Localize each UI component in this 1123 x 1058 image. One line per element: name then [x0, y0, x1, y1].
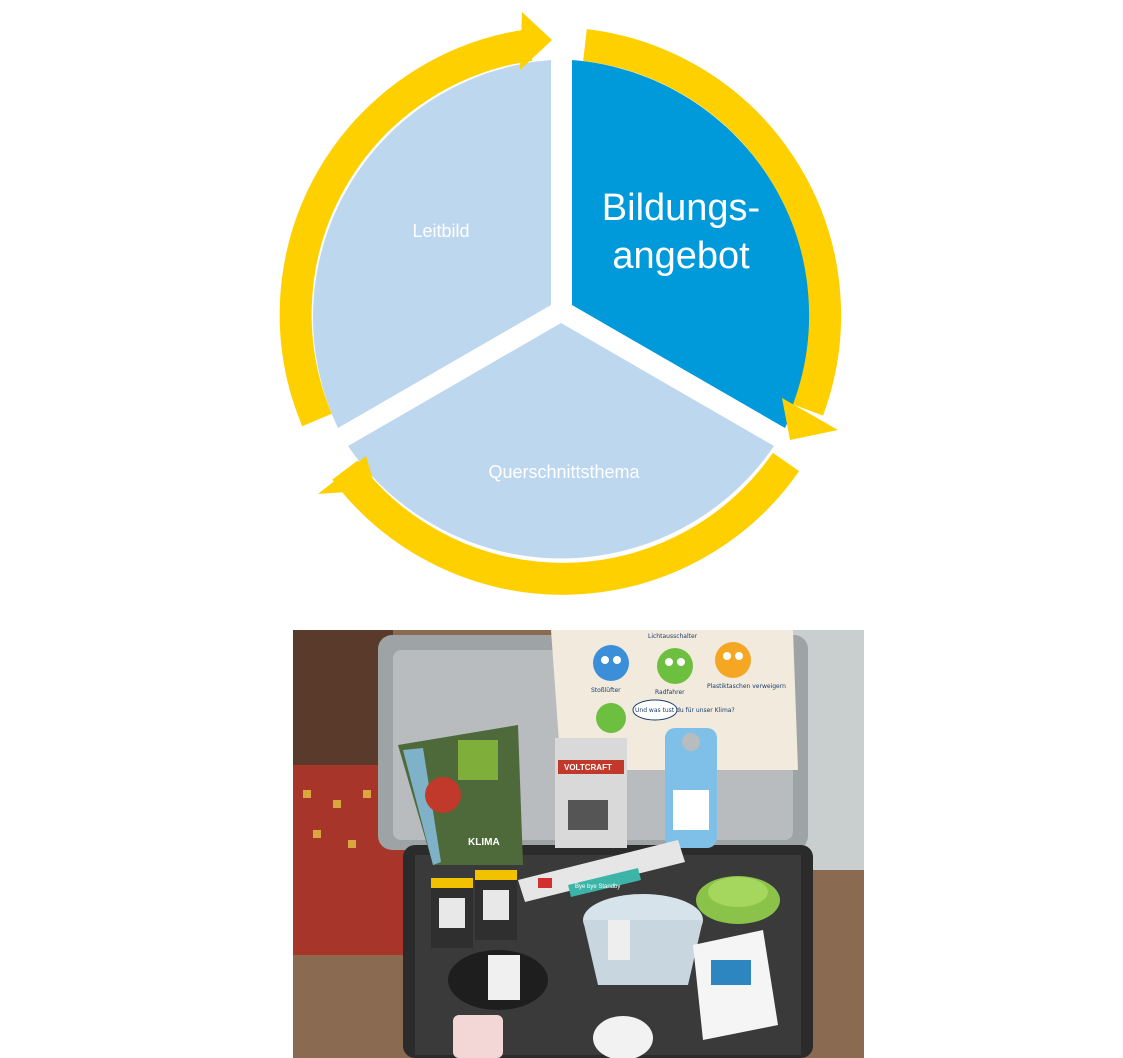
power-strip: Bye bye Standby: [518, 840, 685, 902]
energy-meters: [431, 870, 517, 948]
arrow-head-right: [782, 398, 838, 440]
kitchen-scale: [448, 950, 548, 1010]
arrow-arc-left: [279, 29, 533, 427]
label-querschnittsthema: Querschnittsthema: [488, 462, 640, 482]
label-leitbild: Leitbild: [412, 221, 469, 241]
segment-querschnittsthema: [348, 323, 774, 559]
voltcraft-brand: VOLTCRAFT: [564, 763, 612, 772]
bag-label-radfahrer: Radfahrer: [655, 689, 685, 696]
strip-label: Bye bye Standby: [575, 884, 620, 890]
green-container: [696, 876, 780, 924]
door-hanger: [665, 728, 717, 848]
bag-label-stosslufter: Stoßlüfter: [591, 687, 621, 694]
lamp: [593, 1016, 653, 1058]
owl-tote-bag: Lichtausschalter Stoßlüfter Radfahrer Pl…: [551, 630, 798, 770]
bag-label-plastiktaschen: Plastiktaschen verweigern: [707, 683, 786, 690]
leaflets: [693, 930, 778, 1040]
arrow-arc-right: [583, 29, 842, 416]
cycle-arrows: [279, 29, 842, 595]
arrow-head-top: [520, 12, 552, 70]
cycle-diagram: Leitbild Bildungs- angebot Querschnittst…: [279, 12, 842, 595]
klima-book: KLIMA: [398, 725, 523, 865]
bucket: [583, 894, 703, 985]
segment-bildungsangebot: [572, 60, 810, 428]
voltcraft-box: VOLTCRAFT: [555, 738, 627, 848]
segment-leitbild: [313, 60, 551, 428]
label-bildungsangebot-line2: angebot: [612, 235, 750, 277]
arrow-head-bottom: [318, 456, 376, 494]
climate-kit-photo: Lichtausschalter Stoßlüfter Radfahrer Pl…: [293, 630, 864, 1058]
speech-bubble: Und was tust du für unser Klima?: [635, 707, 735, 714]
mug: [453, 1015, 503, 1058]
book-title: KLIMA: [468, 837, 500, 848]
label-bildungsangebot-line1: Bildungs-: [602, 187, 760, 229]
bag-label-lichtausschalter: Lichtausschalter: [648, 633, 698, 640]
arrow-arc-bottom: [332, 452, 800, 595]
